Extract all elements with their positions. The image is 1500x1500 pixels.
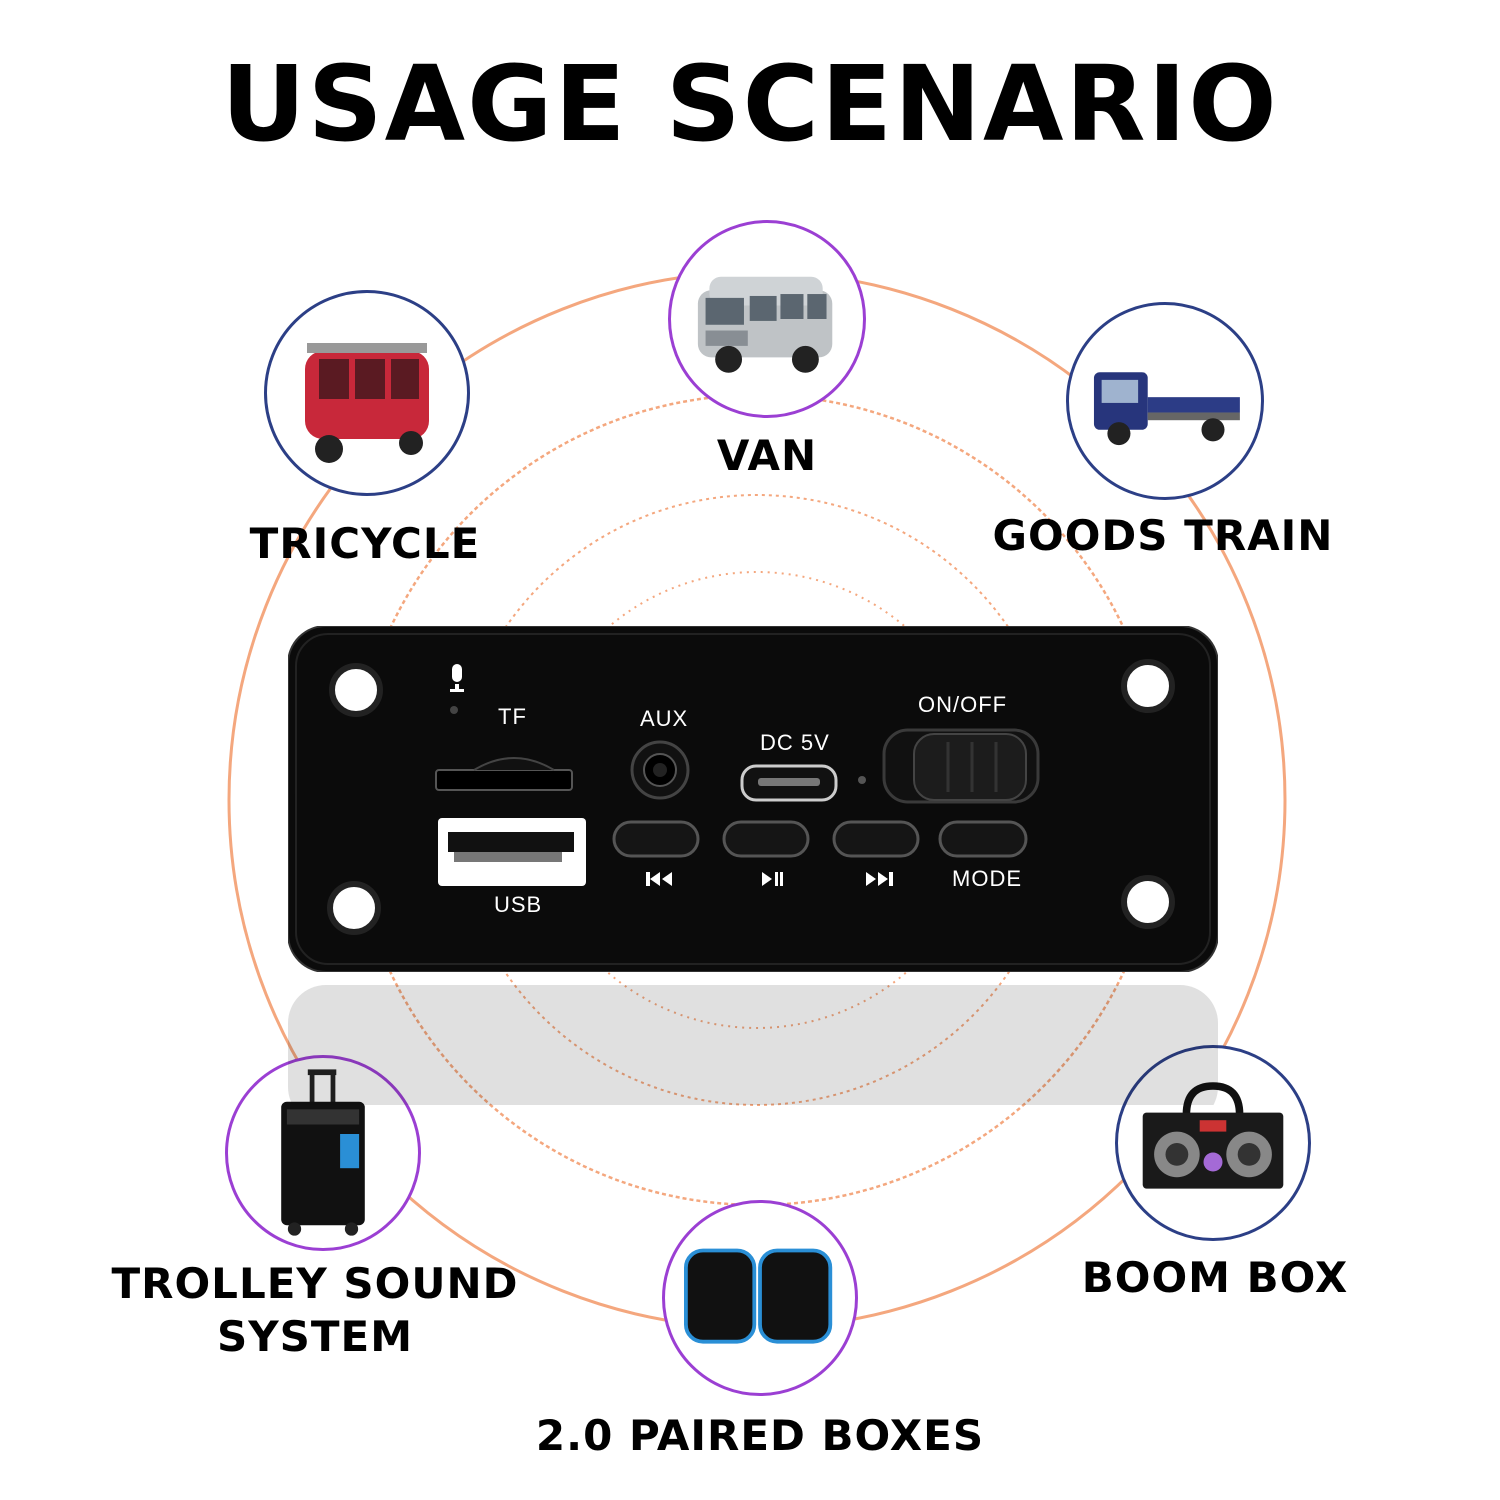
tricycle-label: TRICYCLE — [249, 519, 481, 568]
panel-body — [287, 625, 1219, 973]
page-title: USAGE SCENARIO — [221, 43, 1279, 165]
usb-port[interactable] — [438, 818, 586, 886]
boom-box-label: BOOM BOX — [1081, 1253, 1349, 1302]
mount-hole — [327, 881, 381, 935]
microphone-icon — [450, 664, 464, 692]
next-track-icon — [866, 872, 893, 886]
play-pause-icon — [762, 872, 783, 886]
boom-box-image — [1115, 1045, 1311, 1241]
on-off-label: ON/OFF — [918, 692, 1008, 717]
tf-card-slot[interactable] — [435, 769, 573, 791]
van-label: VAN — [716, 431, 818, 480]
trolley-label-line1: TROLLEY SOUND — [111, 1259, 519, 1308]
audio-panel: TF AUX DC 5V ON/OFF USB MODE — [287, 625, 1219, 973]
tf-label: TF — [498, 704, 527, 729]
paired-boxes-image — [662, 1200, 858, 1396]
paired-boxes-label: 2.0 PAIRED BOXES — [535, 1411, 985, 1460]
mount-hole — [329, 663, 383, 717]
previous-button[interactable] — [612, 820, 700, 858]
panel-reflection — [288, 985, 1218, 1105]
mount-hole — [1121, 875, 1175, 929]
mode-label: MODE — [952, 866, 1022, 891]
power-switch[interactable] — [882, 728, 1040, 804]
aux-jack[interactable] — [630, 740, 690, 800]
tricycle-image — [264, 290, 470, 496]
trolley-speaker-image — [225, 1055, 421, 1251]
trolley-label: TROLLEY SOUND SYSTEM — [95, 1258, 535, 1363]
trolley-label-line2: SYSTEM — [216, 1311, 414, 1361]
van-image — [668, 220, 866, 418]
led-indicator — [858, 776, 866, 784]
goods-train-image — [1066, 302, 1264, 500]
previous-track-icon — [646, 872, 672, 886]
mode-button[interactable] — [938, 820, 1028, 858]
dc-5v-label: DC 5V — [760, 730, 830, 755]
aux-label: AUX — [640, 706, 689, 731]
goods-train-label: GOODS TRAIN — [992, 511, 1334, 560]
mic-hole — [450, 706, 458, 714]
mount-hole — [1121, 659, 1175, 713]
play-pause-button[interactable] — [722, 820, 810, 858]
usb-label: USB — [494, 892, 543, 917]
next-button[interactable] — [832, 820, 920, 858]
